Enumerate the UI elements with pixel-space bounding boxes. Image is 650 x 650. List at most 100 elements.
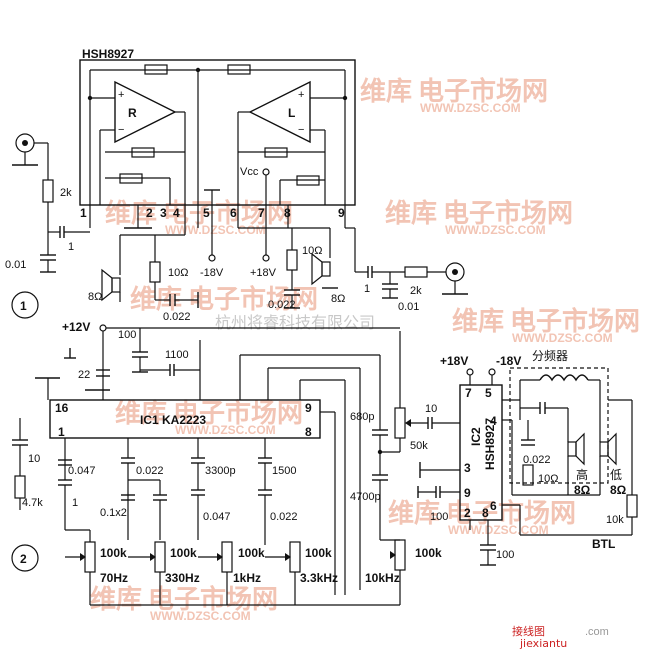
svg-text:10kHz: 10kHz [365,571,400,585]
footer-watermark: 接线图 jiexiantu .com [512,624,609,650]
amp-l-symbol [248,80,311,144]
svg-text:0.022: 0.022 [523,454,551,466]
svg-text:100: 100 [118,329,136,341]
pin-9: 9 [338,206,345,220]
svg-text:10: 10 [28,453,40,465]
svg-text:1: 1 [72,497,78,509]
amp-r-symbol [114,80,177,144]
svg-text:1100: 1100 [165,349,189,361]
supply-12v: +12V [62,320,90,334]
amp-r-label: R [128,106,137,120]
svg-text:330Hz: 330Hz [165,571,200,585]
supply-neg-18v: -18V [200,267,224,279]
svg-text:维库: 维库 [452,306,504,337]
volume-pot-50k [394,407,406,439]
svg-text:jiexiantu: jiexiantu [519,637,567,650]
svg-text:3300p: 3300p [205,465,236,477]
svg-text:7: 7 [465,386,472,400]
ic2-supply-pos: +18V [440,354,468,368]
svg-text:−: − [298,124,304,136]
svg-text:70Hz: 70Hz [100,571,128,585]
section-2: 2 +12V 100 22 1100 IC1 KA2223 16 1 [11,320,638,606]
svg-text:10Ω: 10Ω [538,473,558,485]
svg-text:−: − [118,124,124,136]
eq-pots: 100k 70Hz 100k 330Hz 100k 1kHz [65,368,442,606]
svg-text:电子市场网: 电子市场网 [188,284,318,315]
tweeter-label: 高 [576,467,588,482]
svg-text:2k: 2k [60,187,72,199]
svg-text:0.047: 0.047 [68,465,96,477]
svg-text:维库: 维库 [388,498,440,529]
watermark-3: 维库电子市场网WWW.DZSC.COM [385,198,573,237]
pot-330hz: 100k 330Hz [128,541,200,585]
ic2-label: IC2 [469,427,483,446]
svg-text:1500: 1500 [272,465,296,477]
section-2-label: 2 [20,552,27,566]
svg-text:1: 1 [68,241,74,253]
svg-text:100: 100 [430,511,448,523]
svg-text:维库: 维库 [105,198,157,229]
watermark-2: 维库电子市场网WWW.DZSC.COM [105,198,293,237]
resistor [144,64,168,75]
svg-text:22: 22 [78,369,90,381]
ic2-hsh8927 [459,384,503,521]
svg-text:电子市场网: 电子市场网 [418,76,548,107]
eq-caps: 0.047 0.022 3300p 0.047 1500 0.022 [58,438,298,545]
svg-text:9: 9 [464,486,471,500]
section-1: 1 HSH8927 R + − L + − [5,47,468,323]
cap-0-01-left: 0.01 [5,259,26,271]
resistor-10-left [149,261,161,283]
hsh8927-package [79,59,356,206]
svg-text:0.1x2: 0.1x2 [100,507,127,519]
vcc-terminal [262,168,270,176]
svg-text:6: 6 [490,499,497,513]
svg-text:4.7k: 4.7k [22,497,43,509]
section-1-marker [11,291,39,319]
speaker-woofer [599,441,609,457]
svg-text:100: 100 [496,549,514,561]
section-2-marker [11,544,39,572]
svg-text:9: 9 [305,401,312,415]
svg-text:WWW.DZSC.COM: WWW.DZSC.COM [445,223,546,237]
vcc-label: Vcc [240,166,259,178]
speaker-left [111,277,121,293]
resistor-2k-left [42,179,54,203]
pin-1: 1 [80,206,87,220]
svg-text:100k: 100k [100,546,127,560]
pot-1khz: 100k 1kHz [198,541,265,585]
svg-text:0.047: 0.047 [203,511,231,523]
svg-text:680p: 680p [350,411,374,423]
svg-text:4700p: 4700p [350,491,381,503]
svg-text:4: 4 [490,414,497,428]
watermark-7: 维库电子市场网WWW.DZSC.COM [388,498,576,537]
resistor [296,175,320,186]
ic2-name: HSH8927 [483,418,497,470]
section-1-label: 1 [20,299,27,313]
svg-text:电子市场网: 电子市场网 [446,498,576,529]
svg-text:100k: 100k [170,546,197,560]
svg-text:维库: 维库 [360,76,412,107]
svg-text:50k: 50k [410,440,428,452]
svg-text:1kHz: 1kHz [233,571,261,585]
resistor-2k-right [404,266,428,278]
svg-text:0.01: 0.01 [398,301,419,313]
svg-text:10: 10 [425,403,437,415]
svg-text:WWW.DZSC.COM: WWW.DZSC.COM [150,609,251,623]
ic1-ka2223 [49,399,321,439]
resistor [227,64,251,75]
svg-text:10Ω: 10Ω [168,267,188,279]
resistor-10k [626,494,638,518]
inductor [539,374,589,382]
watermark-6: 维库电子市场网WWW.DZSC.COM [115,398,303,437]
supply-pos-18v: +18V [250,267,277,279]
speaker-tweeter [567,441,577,457]
svg-text:接线图: 接线图 [512,624,545,638]
svg-text:100k: 100k [415,546,442,560]
woofer-label: 低 [610,468,622,482]
svg-text:WWW.DZSC.COM: WWW.DZSC.COM [420,101,521,115]
svg-text:8Ω: 8Ω [574,483,591,497]
svg-text:100k: 100k [238,546,265,560]
pot-70hz: 100k 70Hz [65,541,128,585]
